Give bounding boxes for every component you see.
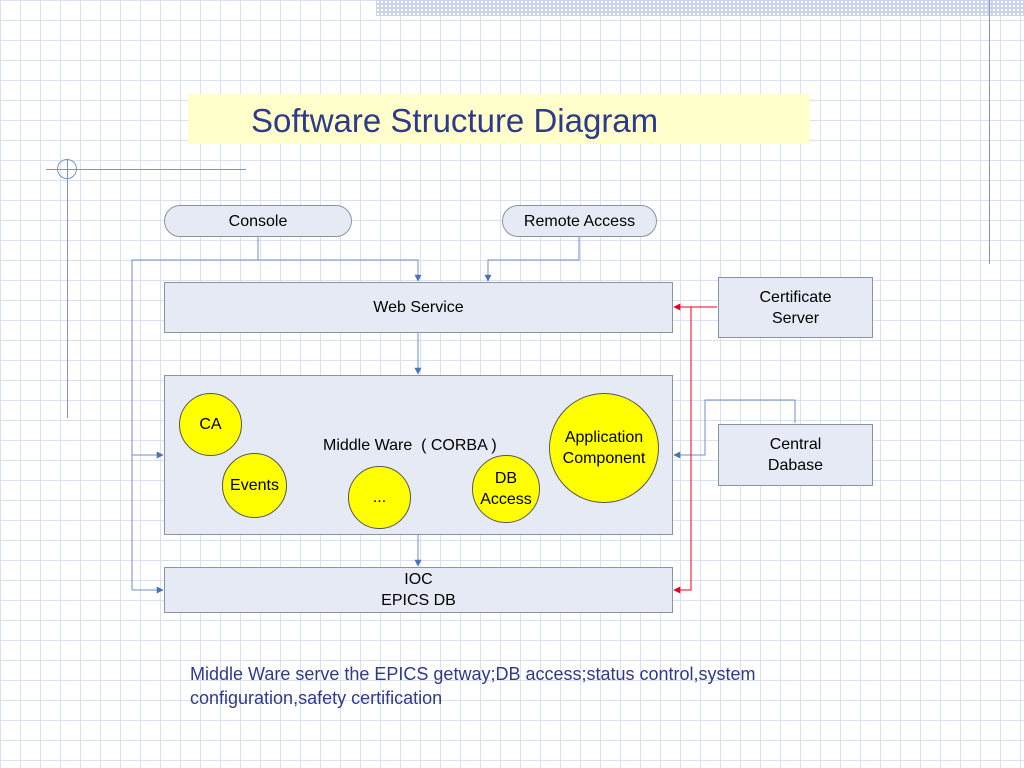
web-service-node: Web Service: [164, 282, 673, 333]
remote-access-node: Remote Access: [502, 205, 657, 237]
decor-vertical-line: [67, 160, 68, 418]
connector-console-left-bus: [131, 259, 258, 590]
connector-console-web-service: [257, 236, 422, 282]
page-title: Software Structure Diagram: [251, 102, 659, 139]
decor-right-vertical-line: [989, 0, 990, 264]
middleware-label: Middle Ware ( CORBA ): [323, 437, 497, 454]
certificate-server-node: Certificate Server: [718, 277, 873, 338]
connector-central-database-middleware: [673, 399, 796, 459]
title-banner: Software Structure Diagram: [188, 94, 810, 144]
decor-circle-icon: [57, 159, 77, 179]
events-component: Events: [222, 453, 287, 518]
ioc-epics-db-node: IOC EPICS DB: [164, 567, 673, 613]
header-pattern-strip: [376, 0, 1024, 16]
application-component: Application Component: [549, 393, 659, 503]
console-node: Console: [164, 205, 352, 237]
diagram-caption: Middle Ware serve the EPICS getway;DB ac…: [190, 664, 756, 708]
connector-certificate-ioc: [673, 307, 692, 594]
db-access-component: DB Access: [472, 455, 540, 523]
ellipsis-component: ...: [348, 466, 411, 529]
ca-component: CA: [179, 393, 242, 456]
decor-horizontal-line: [46, 169, 246, 170]
connector-remote-access-web-service: [484, 236, 580, 282]
central-database-node: Central Dabase: [718, 424, 873, 486]
